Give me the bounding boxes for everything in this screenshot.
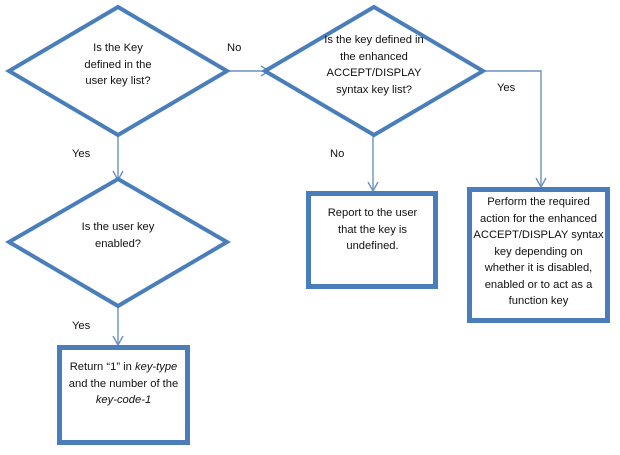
edge-label-d2-no: No bbox=[330, 148, 345, 160]
edge-d2-no-to-report bbox=[367, 136, 379, 193]
edge-label-d1-yes: Yes bbox=[72, 148, 91, 160]
edge-label-d2-yes: Yes bbox=[497, 82, 516, 94]
decision-user-key-list[interactable] bbox=[5, 4, 231, 138]
edge-label-d1-no: No bbox=[227, 42, 242, 54]
process-report-undefined[interactable] bbox=[306, 191, 438, 289]
process-return-key-type[interactable] bbox=[57, 345, 190, 445]
decision-user-key-enabled[interactable] bbox=[5, 176, 231, 309]
edge-label-d3-yes: Yes bbox=[72, 320, 91, 332]
decision-enhanced-syntax-key-list[interactable] bbox=[261, 4, 487, 138]
edge-d3-yes-to-return bbox=[112, 306, 124, 347]
process-perform-enhanced-action[interactable] bbox=[467, 187, 610, 323]
edge-d1-yes-to-d3 bbox=[112, 134, 124, 182]
